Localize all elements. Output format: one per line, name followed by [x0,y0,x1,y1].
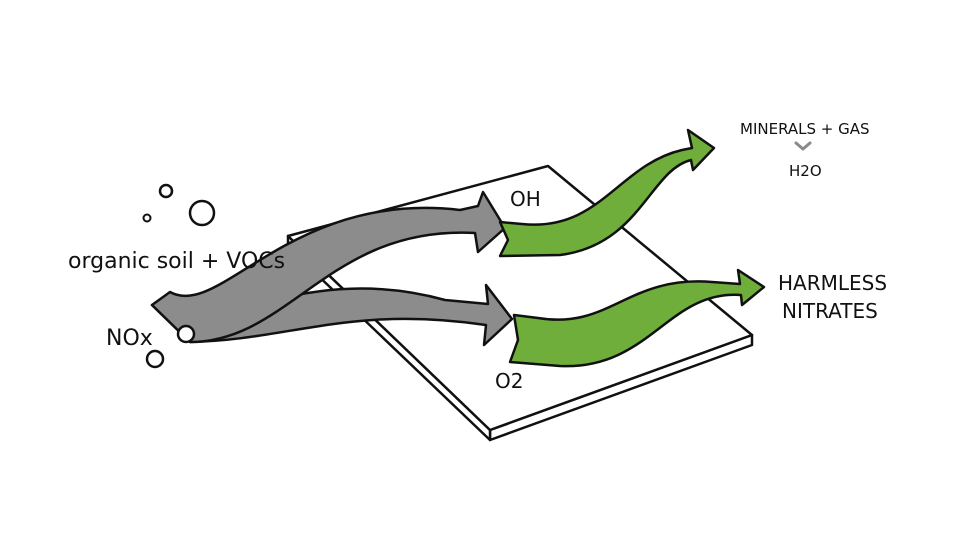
label-oh: OH [510,187,541,211]
label-minerals-gas: MINERALS + GAS [740,120,870,138]
label-harmless: HARMLESS [778,271,887,295]
bubble-icon [160,185,172,197]
label-h2o: H2O [789,162,822,180]
bubble-icon [144,215,151,222]
nox-node-icon [178,326,194,342]
bubble-icon [147,351,163,367]
label-o2: O2 [495,369,523,393]
label-organic-soil-vocs: organic soil + VOCs [68,249,285,274]
bubble-icon [190,201,214,225]
label-nox: NOx [106,326,153,351]
chevron-down-icon [796,143,810,149]
label-nitrates: NITRATES [782,299,878,323]
